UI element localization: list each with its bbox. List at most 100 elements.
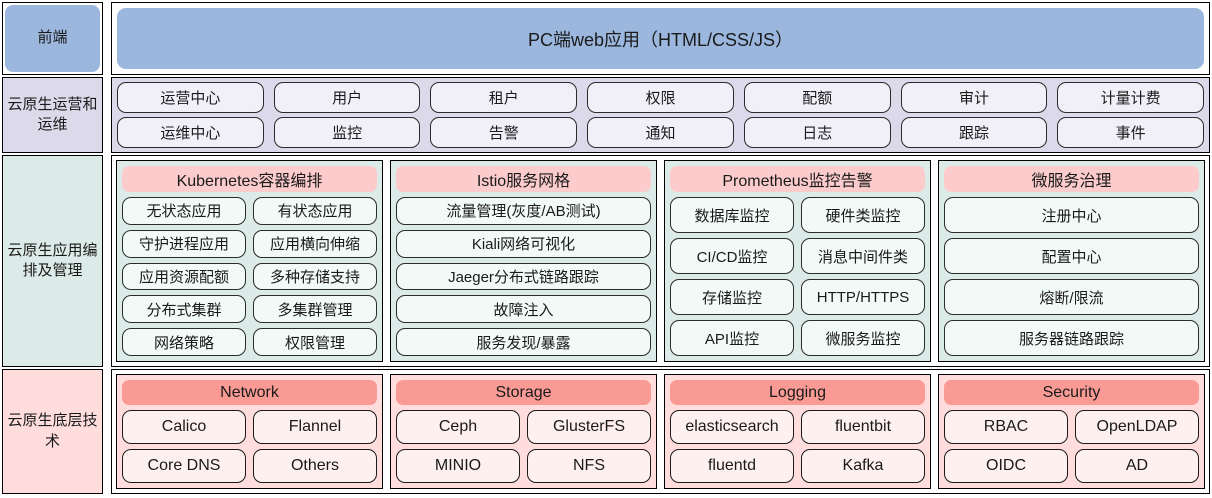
security-item-rbac[interactable]: RBAC <box>944 410 1068 444</box>
k8s-item-multi-storage[interactable]: 多种存储支持 <box>253 262 377 291</box>
prom-item-storage-monitoring[interactable]: 存储监控 <box>670 279 794 315</box>
ops-row-2: 运维中心 监控 告警 通知 日志 跟踪 事件 <box>117 117 1205 148</box>
k8s-item-daemon-app[interactable]: 守护进程应用 <box>122 229 246 258</box>
storage-item-ceph[interactable]: Ceph <box>396 410 520 444</box>
istio-item-traffic-management[interactable]: 流量管理(灰度/AB测试) <box>396 197 651 225</box>
istio-row-4: 故障注入 <box>396 295 651 324</box>
k8s-item-horizontal-scaling[interactable]: 应用横向伸缩 <box>253 229 377 258</box>
storage-item-glusterfs[interactable]: GlusterFS <box>527 410 651 444</box>
band-body-frontend: PC端web应用（HTML/CSS/JS） <box>111 2 1210 75</box>
msvc-item-server-tracing[interactable]: 服务器链路跟踪 <box>944 320 1199 356</box>
column-rows-kubernetes: 无状态应用 有状态应用 守护进程应用 应用横向伸缩 应用资源配额 多种存储支持 … <box>122 197 377 356</box>
band-label-operations-text: 云原生运营和运维 <box>7 95 98 133</box>
prom-item-database-monitoring[interactable]: 数据库监控 <box>670 197 794 233</box>
ops-item-logs[interactable]: 日志 <box>743 117 891 148</box>
logging-item-fluentd[interactable]: fluentd <box>670 449 794 483</box>
prom-item-http-https[interactable]: HTTP/HTTPS <box>801 279 925 315</box>
ops-item-metering-billing[interactable]: 计量计费 <box>1057 82 1205 113</box>
logging-item-kafka[interactable]: Kafka <box>801 449 925 483</box>
frontend-web-app-banner[interactable]: PC端web应用（HTML/CSS/JS） <box>117 8 1204 69</box>
logging-row-2: fluentd Kafka <box>670 449 925 483</box>
msvc-item-circuit-breaker[interactable]: 熔断/限流 <box>944 279 1199 315</box>
logging-item-fluentbit[interactable]: fluentbit <box>801 410 925 444</box>
msvc-item-config-center[interactable]: 配置中心 <box>944 238 1199 274</box>
ops-item-quota[interactable]: 配额 <box>743 82 891 113</box>
istio-row-1: 流量管理(灰度/AB测试) <box>396 197 651 225</box>
ops-item-monitoring[interactable]: 监控 <box>273 117 421 148</box>
column-rows-istio: 流量管理(灰度/AB测试) Kiali网络可视化 Jaeger分布式链路跟踪 故… <box>396 197 651 356</box>
security-item-openldap[interactable]: OpenLDAP <box>1075 410 1199 444</box>
logging-item-elasticsearch[interactable]: elasticsearch <box>670 410 794 444</box>
kubernetes-row-1: 无状态应用 有状态应用 <box>122 197 377 225</box>
k8s-item-multi-cluster-mgmt[interactable]: 多集群管理 <box>253 295 377 324</box>
istio-item-kiali-visualization[interactable]: Kiali网络可视化 <box>396 229 651 258</box>
column-rows-microservice-governance: 注册中心 配置中心 熔断/限流 服务器链路跟踪 <box>944 197 1199 356</box>
storage-row-2: MINIO NFS <box>396 449 651 483</box>
security-row-2: OIDC AD <box>944 449 1199 483</box>
column-logging: Logging elasticsearch fluentbit fluentd … <box>664 374 931 489</box>
storage-item-minio[interactable]: MINIO <box>396 449 520 483</box>
prometheus-row-2: CI/CD监控 消息中间件类 <box>670 238 925 274</box>
network-item-flannel[interactable]: Flannel <box>253 410 377 444</box>
ops-item-events[interactable]: 事件 <box>1057 117 1205 148</box>
ops-item-operation-center[interactable]: 运营中心 <box>117 82 264 113</box>
column-header-microservice-governance: 微服务治理 <box>944 166 1199 192</box>
ops-row-1: 运营中心 用户 租户 权限 配额 审计 计量计费 <box>117 82 1205 113</box>
ops-item-notification[interactable]: 通知 <box>587 117 734 148</box>
k8s-item-permission-mgmt[interactable]: 权限管理 <box>253 328 377 356</box>
ops-item-maintenance-center[interactable]: 运维中心 <box>117 117 264 148</box>
network-item-core-dns[interactable]: Core DNS <box>122 449 246 483</box>
microservice-row-4: 服务器链路跟踪 <box>944 320 1199 356</box>
k8s-item-resource-quota[interactable]: 应用资源配额 <box>122 262 246 291</box>
kubernetes-row-4: 分布式集群 多集群管理 <box>122 295 377 324</box>
msvc-item-registry-center[interactable]: 注册中心 <box>944 197 1199 233</box>
column-rows-logging: elasticsearch fluentbit fluentd Kafka <box>670 410 925 483</box>
k8s-item-network-policy[interactable]: 网络策略 <box>122 328 246 356</box>
ops-item-audit[interactable]: 审计 <box>900 82 1048 113</box>
istio-item-fault-injection[interactable]: 故障注入 <box>396 295 651 324</box>
column-rows-prometheus: 数据库监控 硬件类监控 CI/CD监控 消息中间件类 存储监控 HTTP/HTT… <box>670 197 925 356</box>
istio-row-3: Jaeger分布式链路跟踪 <box>396 262 651 291</box>
column-security: Security RBAC OpenLDAP OIDC AD <box>938 374 1205 489</box>
istio-row-2: Kiali网络可视化 <box>396 229 651 258</box>
kubernetes-row-2: 守护进程应用 应用横向伸缩 <box>122 229 377 258</box>
band-body-operations: 运营中心 用户 租户 权限 配额 审计 计量计费 运维中心 监控 告警 通知 日… <box>111 77 1210 153</box>
microservice-row-2: 配置中心 <box>944 238 1199 274</box>
band-label-app-orchestration: 云原生应用编排及管理 <box>2 155 103 367</box>
logging-row-1: elasticsearch fluentbit <box>670 410 925 444</box>
ops-item-tenant[interactable]: 租户 <box>430 82 578 113</box>
column-rows-storage: Ceph GlusterFS MINIO NFS <box>396 410 651 483</box>
prom-item-microservice-monitoring[interactable]: 微服务监控 <box>801 320 925 356</box>
microservice-row-1: 注册中心 <box>944 197 1199 233</box>
istio-item-service-discovery[interactable]: 服务发现/暴露 <box>396 328 651 356</box>
istio-item-jaeger-tracing[interactable]: Jaeger分布式链路跟踪 <box>396 262 651 291</box>
network-item-calico[interactable]: Calico <box>122 410 246 444</box>
ops-item-tracing[interactable]: 跟踪 <box>900 117 1048 148</box>
ops-item-alerting[interactable]: 告警 <box>430 117 578 148</box>
security-item-ad[interactable]: AD <box>1075 449 1199 483</box>
k8s-item-stateful-app[interactable]: 有状态应用 <box>253 197 377 225</box>
prom-item-api-monitoring[interactable]: API监控 <box>670 320 794 356</box>
prom-item-cicd-monitoring[interactable]: CI/CD监控 <box>670 238 794 274</box>
column-istio: Istio服务网格 流量管理(灰度/AB测试) Kiali网络可视化 Jaege… <box>390 160 657 362</box>
k8s-item-stateless-app[interactable]: 无状态应用 <box>122 197 246 225</box>
band-operations: 云原生运营和运维 运营中心 用户 租户 权限 配额 审计 计量计费 运维中心 监… <box>2 77 1210 153</box>
ops-item-permission[interactable]: 权限 <box>587 82 734 113</box>
security-item-oidc[interactable]: OIDC <box>944 449 1068 483</box>
prom-item-message-middleware[interactable]: 消息中间件类 <box>801 238 925 274</box>
ops-item-user[interactable]: 用户 <box>273 82 421 113</box>
column-prometheus: Prometheus监控告警 数据库监控 硬件类监控 CI/CD监控 消息中间件… <box>664 160 931 362</box>
column-storage: Storage Ceph GlusterFS MINIO NFS <box>390 374 657 489</box>
network-item-others[interactable]: Others <box>253 449 377 483</box>
kubernetes-row-5: 网络策略 权限管理 <box>122 328 377 356</box>
prom-item-hardware-monitoring[interactable]: 硬件类监控 <box>801 197 925 233</box>
column-header-network: Network <box>122 380 377 405</box>
column-network: Network Calico Flannel Core DNS Others <box>116 374 383 489</box>
storage-item-nfs[interactable]: NFS <box>527 449 651 483</box>
network-row-2: Core DNS Others <box>122 449 377 483</box>
k8s-item-distributed-cluster[interactable]: 分布式集群 <box>122 295 246 324</box>
column-header-prometheus: Prometheus监控告警 <box>670 166 925 192</box>
column-header-storage: Storage <box>396 380 651 405</box>
prometheus-row-3: 存储监控 HTTP/HTTPS <box>670 279 925 315</box>
band-body-base-technology: Network Calico Flannel Core DNS Others S… <box>111 369 1210 494</box>
